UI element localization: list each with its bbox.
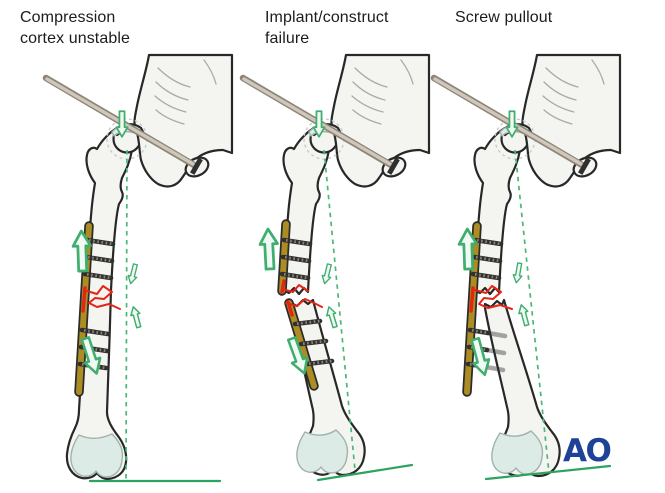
- fragment-down-arrow-icon: [125, 262, 141, 286]
- joint-baseline: [484, 464, 612, 481]
- fragment-up-arrow-icon: [128, 304, 144, 330]
- condylar-cartilage: [491, 430, 544, 475]
- femur: [65, 126, 134, 481]
- screws: [77, 237, 116, 371]
- mechanical-axis-line: [514, 149, 550, 474]
- proximal-up-arrow-icon: [257, 227, 281, 271]
- ao-logo: AO: [563, 433, 610, 469]
- screws: [279, 237, 335, 367]
- panel-label-compression-cortex-unstable: Compression cortex unstable: [20, 9, 131, 48]
- panel-compression-cortex-unstable: [46, 55, 232, 483]
- hip-pelvis: [243, 55, 429, 186]
- condylar-cartilage: [70, 433, 124, 478]
- fragment-up-arrow-icon: [323, 304, 341, 330]
- fragment-down-arrow-icon: [511, 261, 525, 285]
- panel-screw-pullout: AO: [434, 55, 620, 481]
- panel-label-implant-construct-failure: Implant/construct failure: [265, 9, 389, 48]
- panel-implant-construct-failure: [243, 55, 429, 482]
- fracture-line: [280, 279, 323, 317]
- fracture-line: [469, 285, 513, 313]
- joint-baseline: [316, 463, 414, 482]
- hip-pelvis: [434, 55, 620, 186]
- mechanical-axis-line: [125, 149, 128, 481]
- condylar-cartilage: [296, 429, 349, 474]
- fragment-down-arrow-icon: [319, 262, 335, 286]
- fracture-line: [81, 285, 121, 313]
- hip-pelvis: [46, 55, 232, 186]
- panel-label-screw-pullout: Screw pullout: [455, 9, 553, 26]
- fragment-up-arrow-icon: [516, 302, 532, 328]
